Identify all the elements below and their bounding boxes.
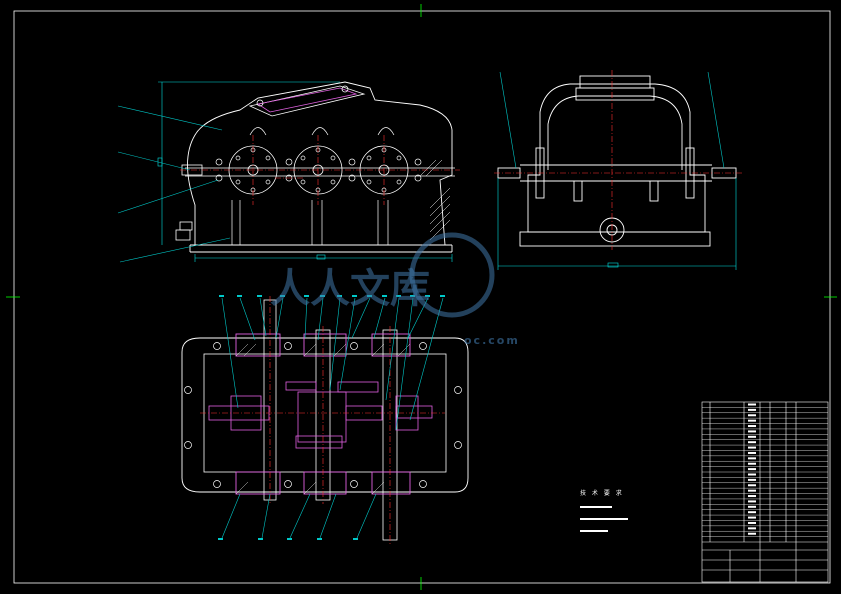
parts-list-rows <box>702 403 828 537</box>
gears <box>208 381 433 449</box>
watermark-url: oc.com <box>464 334 520 347</box>
parts-list-cell-text <box>748 532 756 535</box>
housing-ribs <box>231 127 395 245</box>
technical-requirements-title: 技 术 要 求 <box>580 489 624 497</box>
parts-list-cell-text <box>748 414 756 417</box>
gearbox-housing-outline <box>187 81 453 246</box>
watermark: 人人文库 oc.com <box>270 232 520 347</box>
parts-list-cell-text <box>748 511 756 514</box>
leaders-side <box>499 71 725 169</box>
parts-list-cell-text <box>748 457 756 460</box>
side-housing-outline <box>527 83 706 233</box>
parts-list-cell-text <box>748 521 756 524</box>
parts-list-cell-text <box>748 446 756 449</box>
parts-list-cell-text <box>748 468 756 471</box>
leaders-plan <box>221 297 444 539</box>
watermark-text: 人人文库 <box>270 266 430 312</box>
parts-list-cell-text <box>748 489 756 492</box>
parts-list-cell-text <box>748 516 756 519</box>
section-hatch-plan <box>235 343 411 495</box>
section-hatch <box>419 159 451 241</box>
dimensions-side <box>497 178 737 270</box>
plan-section-view <box>181 295 469 544</box>
parts-list-cell-text <box>748 419 756 422</box>
parts-list-cell-text <box>748 435 756 438</box>
part-number-tags <box>218 295 445 540</box>
parts-list-cell-text <box>748 473 756 476</box>
parts-list-cell-text <box>748 408 756 411</box>
side-view <box>494 70 742 270</box>
parts-list-cell-text <box>748 462 756 465</box>
registration-tick-icon <box>6 4 837 590</box>
parts-list-cell-text <box>748 505 756 508</box>
bearing-caps <box>235 333 411 495</box>
front-view <box>117 81 460 263</box>
technical-requirements: 技 术 要 求 <box>580 489 628 532</box>
parts-list-cell-text <box>748 484 756 487</box>
dimensions-front <box>157 81 453 262</box>
parts-list-cell-text <box>748 403 756 406</box>
leaders-front <box>117 105 231 263</box>
centerlines-front <box>180 135 460 205</box>
parts-list-cell-text <box>748 500 756 503</box>
parts-list-cell-text <box>748 478 756 481</box>
centerlines-plan <box>200 296 445 544</box>
parts-list-cell-text <box>748 495 756 498</box>
plan-housing-outline <box>181 337 469 493</box>
parts-list-cell-text <box>748 441 756 444</box>
flange-bolts <box>184 342 462 488</box>
parts-list-cell-text <box>748 425 756 428</box>
parts-list-cell-text <box>748 527 756 530</box>
parts-list-cell-text <box>748 451 756 454</box>
inspection-cover <box>248 85 366 117</box>
parts-list-cell-text <box>748 430 756 433</box>
centerlines-side <box>494 70 742 250</box>
